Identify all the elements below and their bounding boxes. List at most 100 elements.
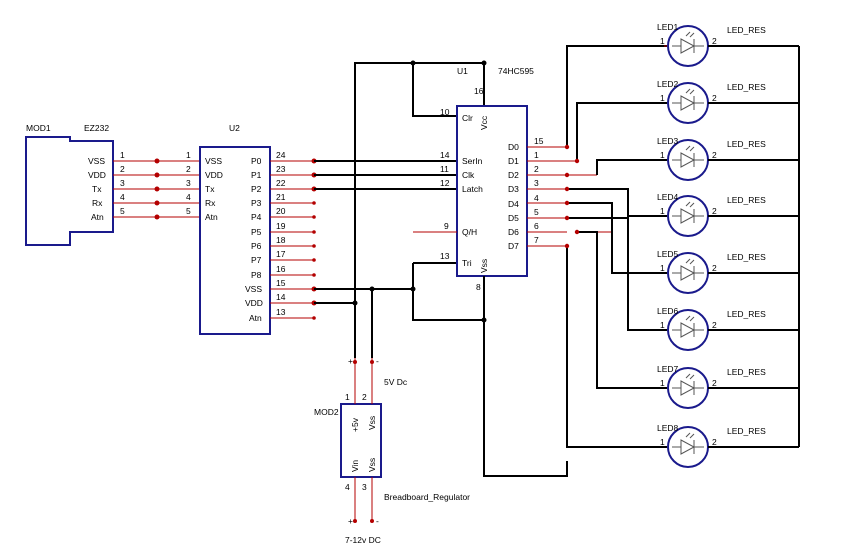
mod1-pin-name: Atn — [91, 212, 104, 222]
u2-pin-num: 2 — [186, 164, 191, 174]
u1-pin-name: Tri — [462, 258, 472, 268]
u2-ref: U2 — [229, 123, 240, 133]
u2-pin-name: P0 — [251, 156, 262, 166]
u1-pin-name: D6 — [508, 227, 519, 237]
mod1-pin-num: 1 — [120, 150, 125, 160]
led: LED5 LED_RES 1 2 — [657, 249, 799, 294]
u2-pin-num: 20 — [276, 206, 286, 216]
u1-pin-name: D4 — [508, 199, 519, 209]
led-res-label: LED_RES — [727, 195, 766, 205]
u2-pin-name: Atn — [249, 313, 262, 323]
u2-pin-name: P4 — [251, 212, 262, 222]
u2-pin-num: 14 — [276, 292, 286, 302]
mod2-plus: + — [348, 356, 353, 366]
u2-pin-num: 5 — [186, 206, 191, 216]
mod2-pin-name: +5v — [350, 417, 360, 432]
mod2-pin-num: 2 — [362, 392, 367, 402]
led-ref: LED1 — [657, 22, 679, 32]
mod1-pin-num: 4 — [120, 192, 125, 202]
u2-pin-num: 18 — [276, 235, 286, 245]
mod2-pin-name: Vss — [367, 458, 377, 472]
mod2-part: Breadboard_Regulator — [384, 492, 470, 502]
u1-pin-name: D1 — [508, 156, 519, 166]
u1-pin-num: 12 — [440, 178, 450, 188]
u2-pin-num: 15 — [276, 278, 286, 288]
u2-pin-name: VSS — [245, 284, 262, 294]
led-res-label: LED_RES — [727, 367, 766, 377]
led: LED7 LED_RES 1 2 — [657, 364, 799, 409]
led-res-label: LED_RES — [727, 139, 766, 149]
led-pin-anode: 1 — [660, 263, 665, 273]
u2-chip: U2 1 2 3 4 5 VSS VDD Tx Rx Atn P0 P1 P2 … — [186, 123, 317, 335]
mod2-ref: MOD2 — [314, 407, 339, 417]
u2-pin-num: 16 — [276, 264, 286, 274]
u1-pin-name: D0 — [508, 142, 519, 152]
u1-vss-num: 8 — [476, 282, 481, 292]
mod2-in-label: 7-12v DC — [345, 535, 381, 545]
u2-pin-num: 21 — [276, 192, 286, 202]
led-drive-wires — [527, 45, 800, 448]
mod1-pin-name: Rx — [92, 198, 103, 208]
led-pin-anode: 1 — [660, 378, 665, 388]
u2-pin-num: 19 — [276, 221, 286, 231]
led-pin-cathode: 2 — [712, 378, 717, 388]
led-pin-anode: 1 — [660, 437, 665, 447]
u2-right-pins: P0 P1 P2 P3 P4 P5 P6 P7 P8 VSS VDD Atn 2… — [245, 150, 286, 323]
u2-pin-num: 24 — [276, 150, 286, 160]
led: LED1 LED_RES 1 2 — [657, 22, 799, 67]
u1-pin-num: 9 — [444, 221, 449, 231]
u2-pin-name: P6 — [251, 241, 262, 251]
mod1-pin-name: VSS — [88, 156, 105, 166]
u1-vss-name: Vss — [479, 259, 489, 273]
u1-pin-num: 1 — [534, 150, 539, 160]
u1-pin-num: 2 — [534, 164, 539, 174]
u2-pin-num: 23 — [276, 164, 286, 174]
led-pin-anode: 1 — [660, 320, 665, 330]
mod2-plus: + — [348, 516, 353, 526]
mod2-minus: - — [376, 356, 379, 366]
mod1-part: EZ232 — [84, 123, 109, 133]
led-pin-cathode: 2 — [712, 206, 717, 216]
u1-pin-name: Clr — [462, 113, 473, 123]
u1-vcc-num: 16 — [474, 86, 484, 96]
u2-pin-name: Rx — [205, 198, 216, 208]
mod2-out-label: 5V Dc — [384, 377, 408, 387]
led-ref: LED5 — [657, 249, 679, 259]
mod2-pin-num: 1 — [345, 392, 350, 402]
u2-pin-num: 4 — [186, 192, 191, 202]
led-pin-cathode: 2 — [712, 150, 717, 160]
led-pin-anode: 1 — [660, 206, 665, 216]
led-pin-cathode: 2 — [712, 320, 717, 330]
u1-pin-num: 11 — [440, 164, 449, 174]
led-pin-cathode: 2 — [712, 263, 717, 273]
u2-pin-name: VDD — [245, 298, 263, 308]
mod1-ref: MOD1 — [26, 123, 51, 133]
led-res-label: LED_RES — [727, 82, 766, 92]
u1-pin-num: 15 — [534, 136, 544, 146]
u2-pin-num: 1 — [186, 150, 191, 160]
u2-pin-name: VSS — [205, 156, 222, 166]
u2-pin-num: 17 — [276, 249, 286, 259]
mod1-pin-num: 5 — [120, 206, 125, 216]
led-res-label: LED_RES — [727, 25, 766, 35]
u1-right-pins: D0 D1 D2 D3 D4 D5 D6 D7 15 1 2 3 4 5 6 7 — [508, 136, 544, 251]
led-pin-cathode: 2 — [712, 93, 717, 103]
u1-pin-name: Q/H — [462, 227, 477, 237]
led-pin-cathode: 2 — [712, 437, 717, 447]
led-array: LED1 LED_RES 1 2 LED2 LED_RES 1 2 LED3 L… — [657, 22, 799, 468]
mod1-pin-num: 3 — [120, 178, 125, 188]
u1-pin-num: 10 — [440, 107, 450, 117]
led-pin-anode: 1 — [660, 36, 665, 46]
u1-ref: U1 — [457, 66, 468, 76]
u1-chip: U1 74HC595 16 Vcc Vss 8 10 14 11 12 9 13… — [413, 66, 544, 320]
mod2-pin-name: Vin — [350, 460, 360, 472]
mod2-minus: - — [376, 516, 379, 526]
led-res-label: LED_RES — [727, 252, 766, 262]
u2-pin-name: P1 — [251, 170, 262, 180]
u1-pin-num: 3 — [534, 178, 539, 188]
led: LED8 LED_RES 1 2 — [657, 423, 799, 468]
u2-pin-name: P5 — [251, 227, 262, 237]
led-ref: LED6 — [657, 306, 679, 316]
u1-pin-name: D7 — [508, 241, 519, 251]
led-pin-cathode: 2 — [712, 36, 717, 46]
